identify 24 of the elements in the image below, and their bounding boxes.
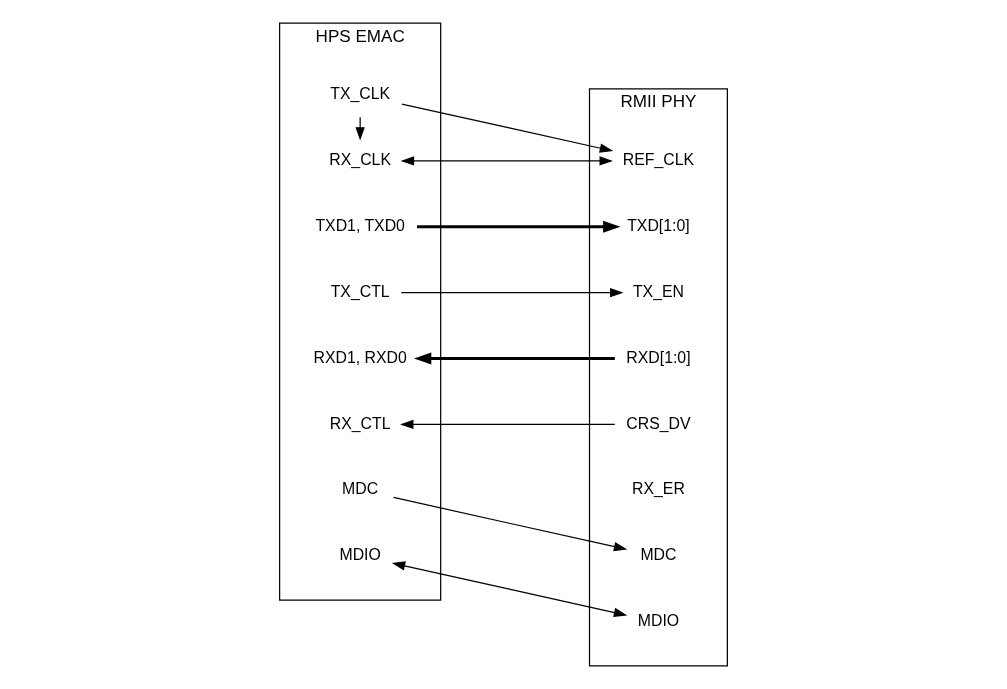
node-text: REF_CLK <box>622 151 695 169</box>
node-text: TX_CLK <box>330 85 391 103</box>
node-text: MDC <box>342 480 379 498</box>
node-text: TX_EN <box>632 282 684 300</box>
node-text: RXD1, RXD0 <box>313 348 407 366</box>
node-text: TXD[1:0] <box>627 216 690 234</box>
arrow <box>392 496 628 552</box>
arrow <box>400 419 616 430</box>
node-text: MDC <box>640 546 677 564</box>
node-text: RX_ER <box>632 480 685 498</box>
node-text: RXD[1:0] <box>626 348 691 366</box>
node-text: CRS_DV <box>626 414 691 432</box>
node-text: MDIO <box>637 612 680 630</box>
arrow <box>413 352 615 365</box>
arrow <box>401 103 614 153</box>
arrow <box>400 287 624 298</box>
node-text: MDIO <box>339 546 381 564</box>
node-text: TXD1, TXD0 <box>315 216 405 234</box>
node-text: RX_CTL <box>329 414 391 432</box>
arrow <box>417 220 621 233</box>
node-text: RX_CLK <box>329 151 391 169</box>
arrow <box>391 561 628 618</box>
arrow <box>400 156 613 166</box>
node-text: TX_CTL <box>330 282 390 300</box>
